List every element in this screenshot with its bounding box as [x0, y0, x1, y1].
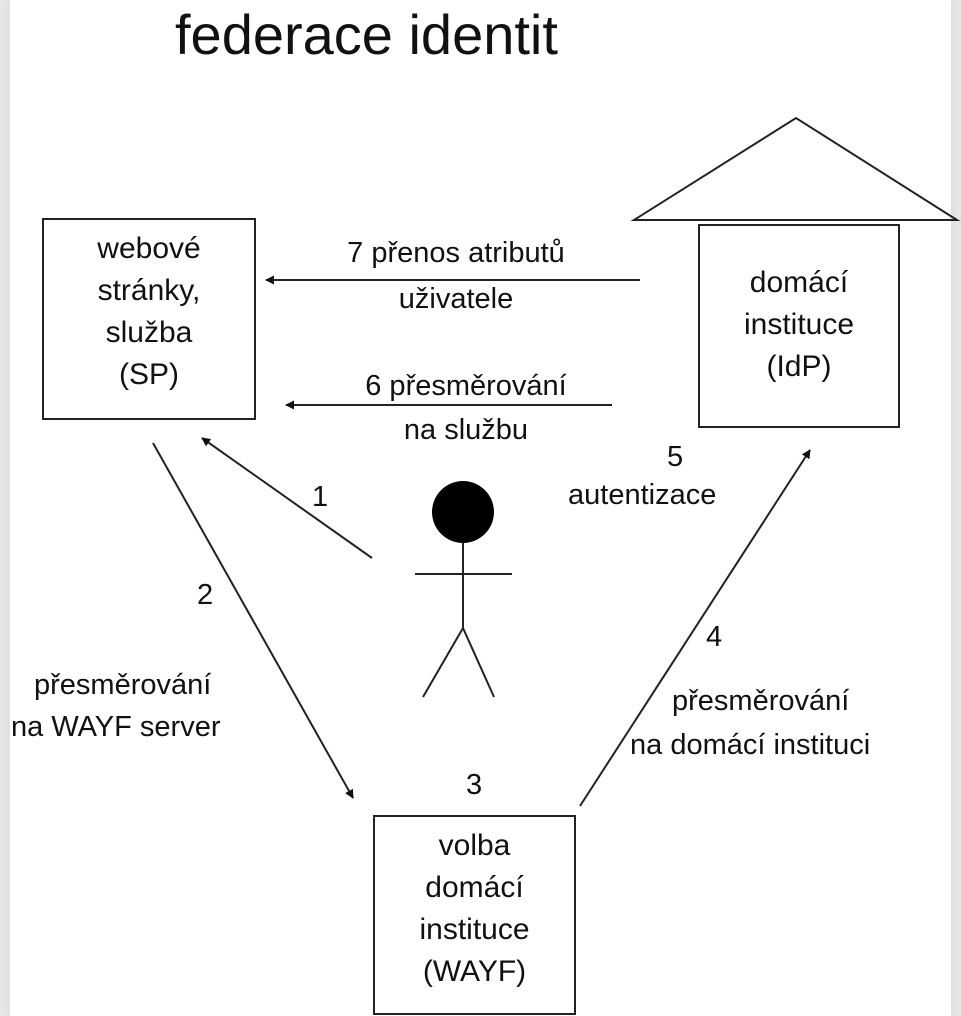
edge-4-line-1: přesměrování: [672, 685, 850, 717]
edge-4-line-2: na domácí instituci: [630, 729, 871, 761]
edge-5-text: autentizace: [568, 479, 717, 511]
edge-2-number: 2: [197, 579, 214, 611]
edge-6-label: 6 přesměrování na službu: [296, 369, 636, 447]
sp-line-2: stránky,: [97, 274, 201, 307]
sp-line-3: služba: [105, 316, 193, 349]
edge-4-number: 4: [706, 621, 723, 653]
idp-line-1: domácí: [749, 266, 849, 299]
edge-2-line-2: na WAYF server: [11, 711, 221, 743]
person-icon: [415, 481, 512, 698]
sp-box: webové stránky, služba (SP): [42, 218, 256, 420]
edge-7-line-2: uživatele: [398, 283, 514, 315]
edge-6-line-2: na službu: [403, 414, 529, 446]
edge-3-number: 3: [466, 769, 483, 801]
arrow-4-wayf-to-idp: [579, 449, 811, 807]
page-title: federace identit: [175, 3, 558, 66]
wayf-box: volba domácí instituce (WAYF): [373, 815, 576, 1015]
edge-1-number: 1: [312, 481, 329, 513]
idp-box: domácí instituce (IdP): [698, 224, 900, 428]
sp-line-1: webové: [97, 232, 201, 265]
arrow-1-user-to-sp: [201, 437, 373, 559]
edge-6-line-1: 6 přesměrování: [365, 370, 567, 402]
idp-line-2: instituce: [743, 308, 855, 341]
wayf-line-4: (WAYF): [422, 955, 527, 988]
sp-line-4: (SP): [119, 358, 179, 391]
wayf-line-3: instituce: [419, 913, 530, 946]
idp-roof-icon: [630, 116, 961, 221]
edge-2-line-1: přesměrování: [34, 669, 212, 701]
arrow-2-sp-to-wayf: [152, 442, 354, 799]
idp-line-3: (IdP): [766, 350, 832, 383]
edge-5-number: 5: [667, 441, 684, 473]
edge-7-label: 7 přenos atributů uživatele: [286, 236, 626, 316]
wayf-line-1: volba: [438, 829, 511, 862]
edge-7-line-1: 7 přenos atributů: [347, 237, 565, 269]
wayf-line-2: domácí: [425, 871, 524, 904]
